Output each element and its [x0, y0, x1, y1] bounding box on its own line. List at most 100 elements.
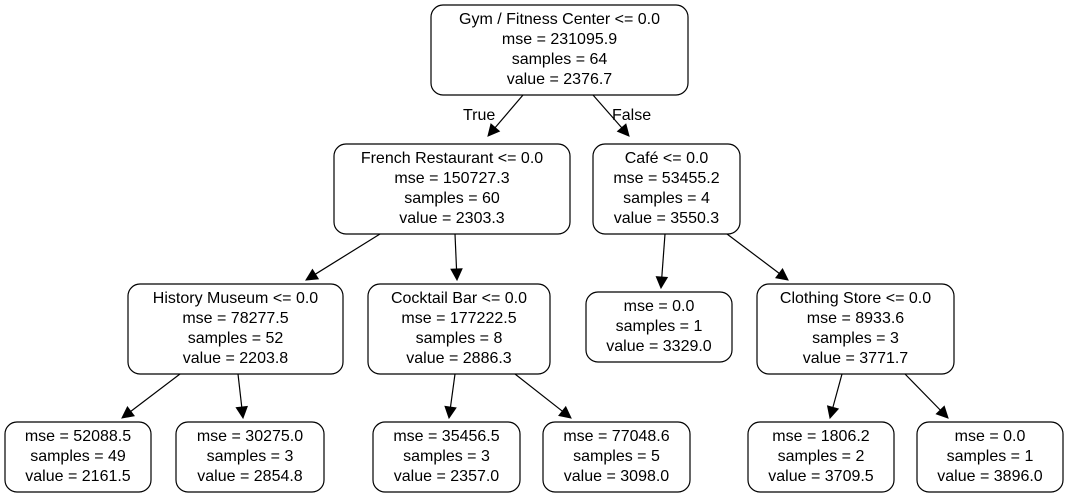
leaf-node-n7: mse = 52088.5 samples = 49 value = 2161.5: [4, 421, 152, 493]
node-mse: mse = 231095.9: [502, 31, 617, 48]
node-samples: samples = 49: [30, 448, 126, 465]
edge-line: [237, 373, 243, 408]
node-split-rule: Gym / Fitness Center <= 0.0: [459, 11, 660, 28]
edge-line: [315, 233, 381, 275]
edge-n6-n12: [904, 373, 949, 419]
node-value: value = 2854.8: [197, 468, 303, 485]
arrowhead: [775, 268, 789, 281]
node-samples: samples = 3: [403, 448, 490, 465]
arrowhead: [121, 406, 135, 419]
node-box: [127, 283, 344, 375]
node-split-rule: French Restaurant <= 0.0: [361, 150, 543, 167]
node-mse: mse = 150727.3: [394, 170, 509, 187]
edge-line: [592, 94, 623, 129]
arrowhead: [935, 405, 949, 419]
node-split-rule: Clothing Store <= 0.0: [780, 290, 931, 307]
node-box: [542, 421, 691, 493]
node-value: value = 3329.0: [606, 338, 712, 355]
node-box: [430, 4, 689, 96]
edge-label-true: True: [463, 107, 495, 124]
arrowhead: [305, 268, 320, 281]
edge-line: [454, 233, 458, 270]
edge-line: [494, 94, 524, 129]
node-mse: mse = 1806.2: [772, 428, 870, 445]
edge-n2-n6: [726, 233, 789, 281]
edge-line: [726, 233, 780, 274]
node-box: [585, 291, 733, 363]
node-box: [756, 283, 955, 375]
node-mse: mse = 177222.5: [401, 310, 516, 327]
split-node-n4: Cocktail Bar <= 0.0 mse = 177222.5 samples…: [367, 283, 551, 375]
node-value: value = 3550.3: [614, 210, 720, 227]
arrowhead: [487, 123, 501, 137]
arrowhead: [616, 123, 630, 137]
split-node-n3: History Museum <= 0.0 mse = 78277.5 sample…: [127, 283, 344, 375]
node-value: value = 3098.0: [564, 468, 670, 485]
nodes-layer: Gym / Fitness Center <= 0.0 mse = 231095.…: [4, 4, 1064, 493]
edge-line: [661, 233, 666, 278]
node-mse: mse = 78277.5: [182, 310, 288, 327]
arrowhead: [444, 405, 457, 420]
node-value: value = 3709.5: [768, 468, 874, 485]
node-value: value = 2303.3: [399, 210, 505, 227]
edge-n0-n2: False: [592, 94, 651, 137]
node-split-rule: Café <= 0.0: [625, 150, 709, 167]
node-mse: mse = 77048.6: [563, 428, 669, 445]
node-samples: samples = 3: [207, 448, 294, 465]
node-value: value = 3771.7: [803, 350, 909, 367]
edge-n6-n11: [826, 373, 843, 420]
arrowhead: [558, 405, 572, 419]
node-samples: samples = 8: [416, 330, 503, 347]
node-samples: samples = 5: [573, 448, 660, 465]
node-samples: samples = 3: [812, 330, 899, 347]
edge-label-false: False: [612, 107, 651, 124]
edge-n3-n7: [121, 373, 181, 419]
edge-line: [449, 373, 456, 408]
node-samples: samples = 1: [616, 318, 703, 335]
node-samples: samples = 60: [404, 190, 500, 207]
leaf-node-n12: mse = 0.0 samples = 1 value = 3896.0: [916, 421, 1064, 493]
node-samples: samples = 4: [623, 190, 710, 207]
split-node-n0: Gym / Fitness Center <= 0.0 mse = 231095.…: [430, 4, 689, 96]
node-samples: samples = 2: [778, 448, 865, 465]
node-samples: samples = 52: [188, 330, 284, 347]
node-value: value = 2376.7: [507, 71, 613, 88]
edge-line: [514, 373, 563, 412]
node-split-rule: History Museum <= 0.0: [153, 290, 319, 307]
node-value: value = 2161.5: [25, 468, 131, 485]
node-box: [592, 143, 741, 235]
node-box: [916, 421, 1064, 493]
edge-n1-n3: [305, 233, 381, 281]
node-value: value = 3896.0: [937, 468, 1043, 485]
split-node-n2: Café <= 0.0 mse = 53455.2 samples = 4 value…: [592, 143, 741, 235]
node-value: value = 2357.0: [394, 468, 500, 485]
edge-n3-n8: [235, 373, 248, 420]
edge-n0-n1: True: [463, 94, 524, 137]
node-box: [372, 421, 521, 493]
arrowhead: [235, 405, 248, 420]
arrowhead: [450, 268, 463, 282]
node-value: value = 2203.8: [183, 350, 289, 367]
arrowhead: [655, 276, 669, 290]
edges-layer: True False: [121, 94, 949, 420]
node-split-rule: Cocktail Bar <= 0.0: [391, 290, 527, 307]
node-box: [367, 283, 551, 375]
node-mse: mse = 53455.2: [613, 170, 719, 187]
edge-line: [904, 373, 941, 411]
node-value: value = 2886.3: [406, 350, 512, 367]
edge-n4-n9: [444, 373, 457, 420]
leaf-node-n8: mse = 30275.0 samples = 3 value = 2854.8: [175, 421, 325, 493]
leaf-node-n11: mse = 1806.2 samples = 2 value = 3709.5: [747, 421, 895, 493]
node-mse: mse = 0.0: [955, 428, 1026, 445]
node-mse: mse = 52088.5: [25, 428, 131, 445]
node-box: [747, 421, 895, 493]
edge-line: [832, 373, 843, 408]
node-mse: mse = 30275.0: [197, 428, 303, 445]
node-samples: samples = 1: [947, 448, 1034, 465]
edge-line: [130, 373, 181, 412]
edge-n1-n4: [450, 233, 463, 282]
leaf-node-n10: mse = 77048.6 samples = 5 value = 3098.0: [542, 421, 691, 493]
